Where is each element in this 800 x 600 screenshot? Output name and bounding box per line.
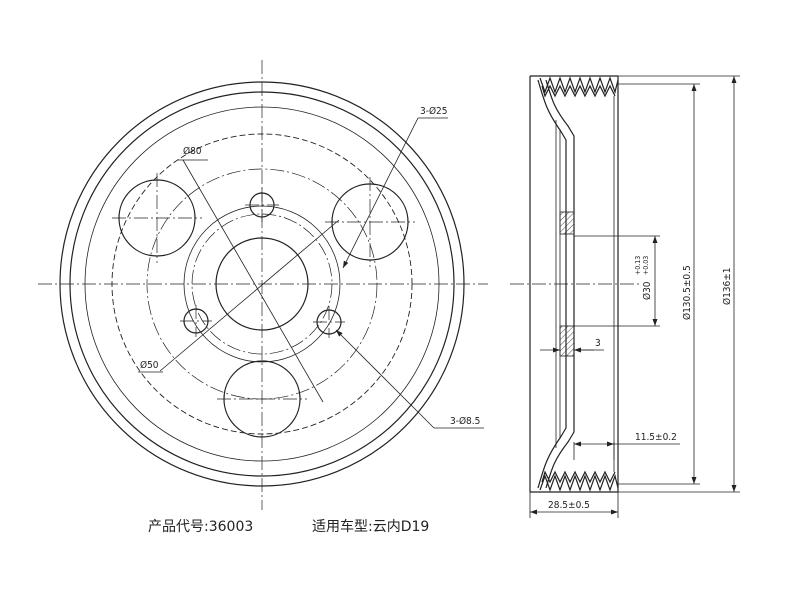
- hidden-ring-circle: [111, 133, 413, 435]
- web-circle: [84, 106, 440, 462]
- vehicle-value: 云内D19: [372, 519, 430, 535]
- vehicle-label: 适用车型:: [312, 519, 373, 535]
- bore-tol-upper: +0.13: [634, 256, 642, 275]
- front-leaders: [138, 117, 484, 429]
- bore-dimension: [574, 235, 660, 327]
- outer-dimension: [618, 75, 740, 493]
- outer-diameter-label: Ø136±1: [721, 267, 733, 305]
- side-section-view: Ø30 +0.13 +0.03 Ø130.5±0.5 Ø136±1 3: [510, 75, 740, 518]
- vehicle-caption: 适用车型:云内D19: [312, 516, 429, 536]
- rim-inner-circle: [69, 91, 455, 477]
- web-profile-inner: [545, 79, 575, 489]
- width-label: 28.5±0.5: [548, 500, 590, 511]
- flange-dimension: [573, 441, 680, 460]
- product-code-caption: 产品代号:36003: [148, 516, 253, 536]
- bolt-holes-label: 3-Ø25: [420, 105, 448, 117]
- section-hatch-top: [559, 211, 575, 235]
- top-grooves-inner: [541, 84, 616, 98]
- section-hatch-bottom: [559, 325, 575, 357]
- bore-tol-lower: +0.03: [642, 256, 650, 275]
- pitch-circle-small: [191, 213, 333, 355]
- center-bore-circle: [215, 237, 309, 331]
- product-code-value: 36003: [208, 519, 254, 535]
- width-dimension: [529, 492, 619, 518]
- flange-offset-label: 11.5±0.2: [635, 432, 677, 443]
- pcd-large-label: Ø80: [183, 145, 202, 157]
- pitch-dimension: [618, 83, 700, 485]
- bottom-grooves: [539, 473, 619, 492]
- bore-label: Ø30: [641, 281, 653, 300]
- outer-rim-circle: [59, 81, 465, 487]
- pitch-diameter-label: Ø130.5±0.5: [681, 265, 693, 320]
- front-view: 3-Ø25 3-Ø8.5 Ø80 Ø50: [38, 60, 488, 510]
- wall-label: 3: [595, 338, 601, 349]
- hole-center-marks: [112, 173, 415, 400]
- pcd-small-label: Ø50: [140, 359, 159, 371]
- small-holes-label: 3-Ø8.5: [450, 415, 480, 427]
- top-grooves: [539, 76, 619, 95]
- bottom-grooves-inner: [541, 470, 616, 484]
- product-code-label: 产品代号:: [148, 519, 209, 535]
